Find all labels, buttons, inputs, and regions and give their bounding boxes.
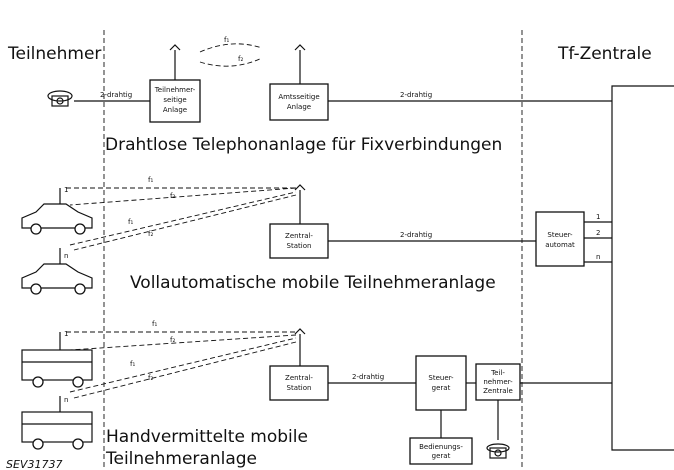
car-icon [21, 263, 93, 295]
freq-label: f₁ [148, 176, 153, 184]
radio-link [73, 194, 297, 251]
vehicle-label-bottom: n [64, 252, 68, 260]
wire-label: 2-drahtig [400, 91, 432, 99]
exchange-bracket [611, 85, 674, 451]
subscriber-unit-label-2: seitige [163, 96, 186, 104]
freq-label-f1: f₁ [224, 36, 229, 44]
antenna-icon [294, 184, 306, 191]
car-icon [21, 203, 93, 235]
reference-code: SEV31737 [6, 458, 62, 470]
vehicle-label-bottom: n [64, 396, 68, 404]
vehicle-label-top: 1 [64, 186, 68, 194]
central-station-label-1: Zentral- [285, 374, 313, 382]
freq-label: f₁ [128, 218, 133, 226]
antenna-icon [169, 44, 181, 51]
controller-label-1: Steuer- [547, 231, 573, 239]
radio-link [199, 57, 263, 67]
port-label: n [596, 253, 600, 261]
radio-link [69, 337, 297, 393]
exchange-unit-label-1: Amtsseitige [278, 93, 319, 101]
freq-label: f₂ [170, 336, 175, 344]
radio-link [69, 191, 297, 246]
subscriber-unit-label-3: Anlage [163, 106, 187, 114]
section-automatic: 1 n f₁ f₂ f₁ f₂ Zentral- Station 2-draht… [21, 176, 612, 295]
central-station-label-2: Station [287, 242, 312, 250]
controller-label-1: Steuer- [428, 374, 454, 382]
section-caption-line1: Handvermittelte mobile [106, 427, 308, 447]
antenna-icon [294, 328, 306, 335]
subscriber-exchange-label-3: Zentrale [483, 387, 513, 395]
central-station-label-2: Station [287, 384, 312, 392]
radio-link [73, 341, 297, 399]
freq-label: f₁ [152, 320, 157, 328]
freq-label: f₂ [170, 192, 175, 200]
wire-label: 2-drahtig [100, 91, 132, 99]
telephone-icon [47, 90, 73, 107]
central-station-label-1: Zentral- [285, 232, 313, 240]
controller-label-2: automat [545, 241, 575, 249]
section-caption-line2: Teilnehmeranlage [105, 449, 257, 469]
section-caption: Drahtlose Telephonanlage für Fixverbindu… [105, 135, 502, 155]
radio-link [199, 43, 263, 53]
section-caption: Vollautomatische mobile Teilnehmeranlage [130, 273, 496, 293]
controller-label-2: gerat [432, 384, 451, 392]
subscriber-exchange-label-2: nehmer- [483, 378, 513, 386]
operator-console-label-2: gerat [432, 452, 451, 460]
section-manual: 1 n f₁ f₂ f₁ f₂ Zentral- Station 2-draht… [21, 320, 612, 469]
port-label: 2 [596, 229, 600, 237]
central-station-box [269, 365, 329, 401]
header-right: Tf-Zentrale [557, 44, 652, 64]
exchange-unit-box [269, 83, 329, 121]
header-left: Teilnehmer [7, 44, 101, 64]
port-label: 1 [596, 213, 600, 221]
central-station-box [269, 223, 329, 259]
operator-console-box [409, 437, 473, 465]
freq-label-f2: f₂ [238, 55, 243, 63]
wire-label: 2-drahtig [400, 231, 432, 239]
section-fixed: 2-drahtig Teilnehmer- seitige Anlage f₁ … [47, 36, 612, 155]
freq-label: f₂ [148, 230, 153, 238]
freq-label: f₁ [130, 360, 135, 368]
operator-console-label-1: Bedienungs- [419, 443, 463, 451]
telephone-icon [486, 443, 510, 459]
freq-label: f₂ [148, 374, 153, 382]
subscriber-exchange-label-1: Teil- [490, 369, 505, 377]
van-icon [21, 411, 93, 450]
vehicle-label-top: 1 [64, 330, 68, 338]
controller-box [415, 355, 467, 411]
wire-label: 2-drahtig [352, 373, 384, 381]
radio-link [69, 187, 297, 206]
subscriber-exchange-box [475, 363, 521, 401]
controller-box [535, 211, 585, 267]
radio-link [69, 334, 297, 351]
van-icon [21, 349, 93, 388]
antenna-icon [294, 44, 306, 51]
subscriber-unit-label-1: Teilnehmer- [154, 86, 196, 94]
exchange-unit-label-2: Anlage [287, 103, 311, 111]
